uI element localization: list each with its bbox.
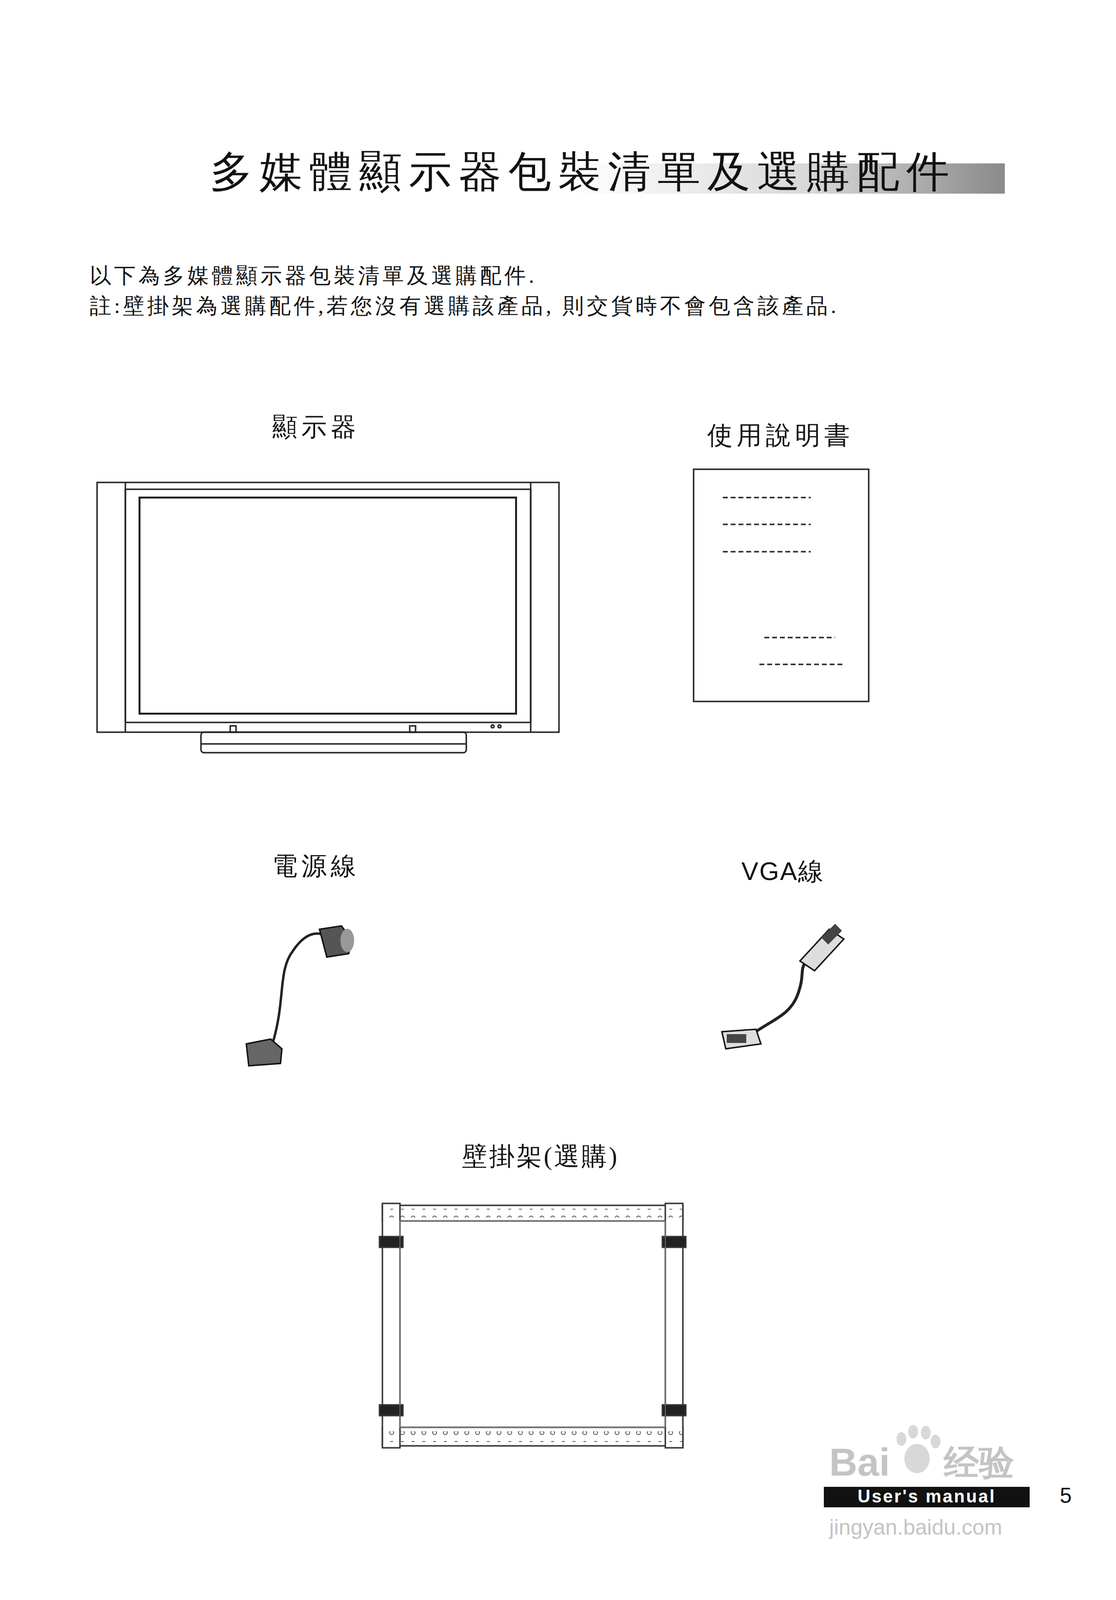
watermark: 经验 [943, 1441, 1015, 1484]
part-name: 壁掛架(選購) [461, 1141, 620, 1172]
watermark: jingyan.baidu.com [829, 1514, 1003, 1541]
watermark-paw [896, 1424, 941, 1474]
part-name: 電源線 [272, 851, 360, 882]
part-name: 顯示器 [272, 412, 360, 443]
part-name: 使用說明書 [707, 420, 854, 451]
vga-cable [721, 923, 844, 1049]
intro-text: 以下為多媒體顯示器包裝清單及選購配件. [89, 263, 538, 290]
footer-text: User's manual [857, 1485, 997, 1507]
wall-mount [379, 1203, 686, 1448]
note-text: 註:壁掛架為選購配件,若您沒有選購該產品, 則交貨時不會包含該產品. [89, 293, 839, 320]
part-name: VGA線 [741, 856, 825, 887]
watermark: Bai [829, 1438, 891, 1486]
power-cord [246, 925, 355, 1066]
page-number: 5 [1059, 1482, 1072, 1509]
monitor-drawing [97, 482, 559, 753]
page-title: 多媒體顯示器包裝清單及選購配件 [209, 146, 957, 199]
manual-booklet [693, 469, 869, 702]
